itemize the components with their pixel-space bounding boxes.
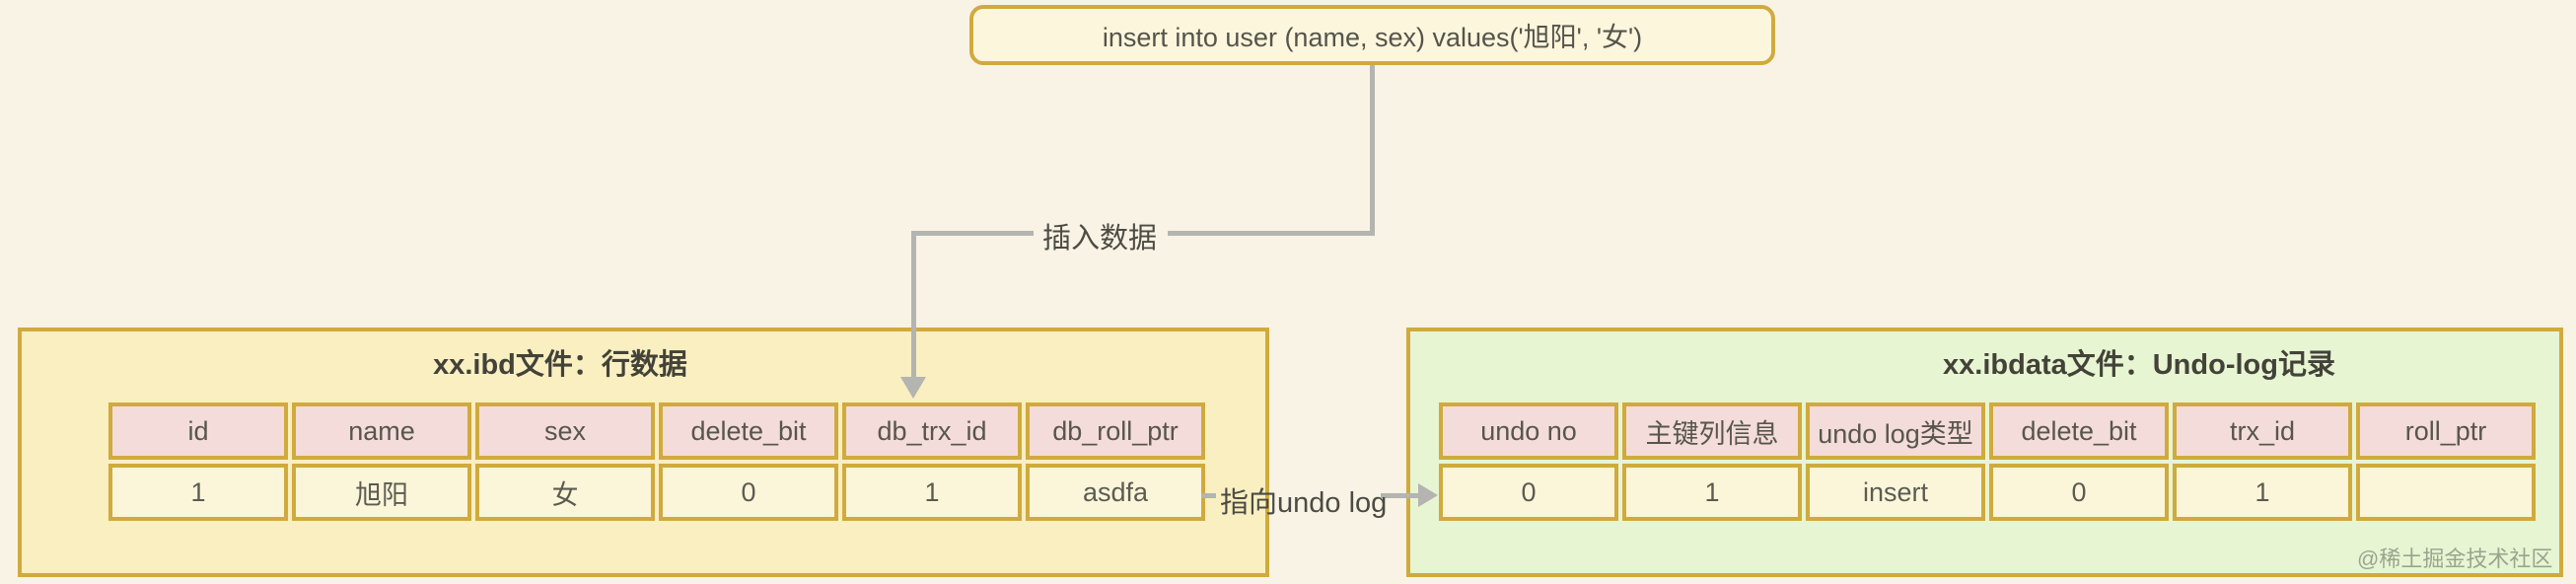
undo-log-table: undo no 主键列信息 undo log类型 delete_bit trx_… [1435, 399, 2540, 525]
arrow-right-icon [1418, 483, 1438, 507]
arrow-down-icon [900, 377, 926, 399]
undo-connector-line [1381, 493, 1420, 498]
undo-log-panel-title: xx.ibdata文件：Undo-log记录 [1943, 349, 2335, 381]
header-cell-undo-log-type: undo log类型 [1806, 402, 1985, 460]
value-cell-undo-no: 0 [1439, 464, 1618, 521]
row-data-value-row: 1 旭阳 女 0 1 asdfa [108, 464, 1205, 521]
insert-connector-horizontal-left [913, 231, 1034, 236]
undo-log-header-row: undo no 主键列信息 undo log类型 delete_bit trx_… [1439, 402, 2536, 460]
value-cell-trx-id: 1 [2173, 464, 2352, 521]
header-cell-undo-delete-bit: delete_bit [1989, 402, 2169, 460]
value-cell-db-trx-id: 1 [842, 464, 1022, 521]
header-cell-trx-id: trx_id [2173, 402, 2352, 460]
insert-connector-vertical-from-sql [1370, 65, 1375, 234]
undo-log-value-row: 0 1 insert 0 1 [1439, 464, 2536, 521]
header-cell-sex: sex [475, 402, 655, 460]
value-cell-db-roll-ptr: asdfa [1026, 464, 1205, 521]
value-cell-name: 旭阳 [292, 464, 471, 521]
undo-flow-label: 指向undo log [1220, 487, 1388, 519]
header-cell-id: id [108, 402, 288, 460]
header-cell-roll-ptr: roll_ptr [2356, 402, 2536, 460]
sql-statement-box: insert into user (name, sex) values('旭阳'… [969, 5, 1775, 65]
value-cell-id: 1 [108, 464, 288, 521]
insert-connector-vertical-to-table [911, 231, 916, 379]
row-data-panel-title: xx.ibd文件：行数据 [433, 349, 687, 381]
value-cell-undo-log-type: insert [1806, 464, 1985, 521]
value-cell-roll-ptr [2356, 464, 2536, 521]
header-cell-undo-no: undo no [1439, 402, 1618, 460]
insert-connector-horizontal-right [1168, 231, 1375, 236]
header-cell-name: name [292, 402, 471, 460]
header-cell-db-trx-id: db_trx_id [842, 402, 1022, 460]
header-cell-primary-key-info: 主键列信息 [1622, 402, 1802, 460]
sql-statement-text: insert into user (name, sex) values('旭阳'… [1102, 23, 1643, 52]
row-data-table: id name sex delete_bit db_trx_id db_roll… [105, 399, 1209, 525]
value-cell-sex: 女 [475, 464, 655, 521]
insert-flow-label: 插入数据 [1041, 223, 1157, 255]
value-cell-delete-bit: 0 [659, 464, 838, 521]
value-cell-primary-key-info: 1 [1622, 464, 1802, 521]
header-cell-delete-bit: delete_bit [659, 402, 838, 460]
row-data-header-row: id name sex delete_bit db_trx_id db_roll… [108, 402, 1205, 460]
undo-connector-dash [1201, 493, 1216, 498]
row-data-panel: xx.ibd文件：行数据 id name sex delete_bit db_t… [18, 328, 1269, 577]
value-cell-undo-delete-bit: 0 [1989, 464, 2169, 521]
watermark-text: @稀土掘金技术社区 [2357, 547, 2553, 571]
undo-log-panel: xx.ibdata文件：Undo-log记录 undo no 主键列信息 und… [1406, 328, 2563, 577]
header-cell-db-roll-ptr: db_roll_ptr [1026, 402, 1205, 460]
